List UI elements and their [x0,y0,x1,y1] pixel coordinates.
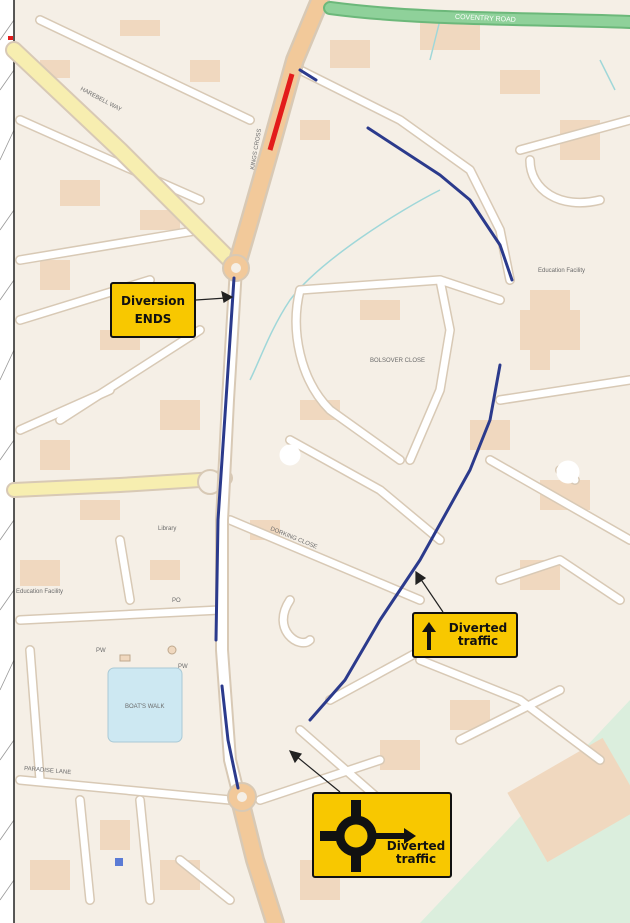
diversion-route [214,68,514,790]
a-roads [5,41,244,498]
road-closure-segment [267,73,295,151]
pw2-label: PW [178,664,188,670]
coventry-road-label: COVENTRY ROAD [455,14,516,24]
coventry-road: COVENTRY ROAD [323,1,630,29]
po-label: PO [172,598,181,604]
diversion-ends-line2: ENDS [134,312,172,326]
paradise-label: PARADISE LANE [24,766,72,776]
left-edge-strip [0,0,15,923]
arrow-up-icon [422,622,436,650]
education-facility-ne-label: Education Facility [538,268,585,274]
pw1-label: PW [96,648,106,654]
bus-stop-icon [115,858,123,866]
buildings [20,20,600,900]
diverted-traffic-roundabout-text: Diverted traffic [386,839,446,866]
pond-label: BOAT'S WALK [125,704,165,710]
pond: BOAT'S WALK [107,667,183,743]
roundabout-arrow-icon [320,800,416,872]
sign-pointers [195,290,444,793]
education-facility-w-label: Education Facility [16,589,63,595]
diversion-ends-line1: Diversion [121,294,185,308]
map-markers [115,645,177,866]
diverted-traffic-north-text: Diverted traffic [448,621,508,648]
diverted-traffic-north-sign: Diverted traffic [412,612,518,658]
diversion-ends-sign: Diversion ENDS [110,282,196,338]
library-label: Library [158,526,176,532]
diverted-traffic-roundabout-sign: Diverted traffic [312,792,452,878]
bolsover-label: BOLSOVER CLOSE [370,358,425,364]
green-area [420,700,630,923]
